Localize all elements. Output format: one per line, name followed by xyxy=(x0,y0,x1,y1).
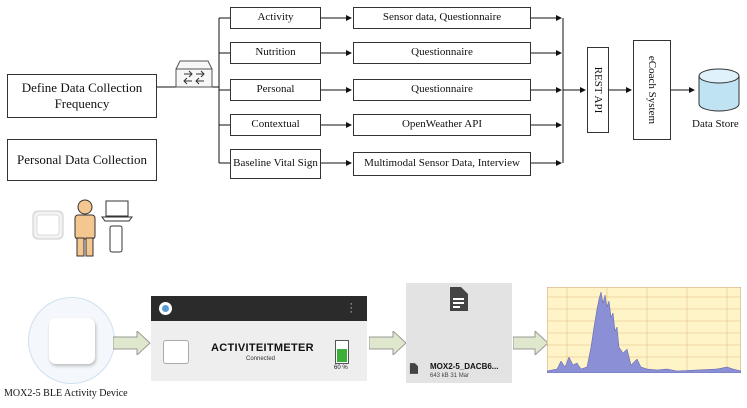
connection-status: Connected xyxy=(246,356,276,362)
rest-api-box: REST API xyxy=(587,47,609,133)
source-label: Questionnaire xyxy=(411,83,473,96)
define-frequency-label: Define Data Collection Frequency xyxy=(21,80,143,111)
battery-percent: 60 % xyxy=(334,365,348,371)
source-personal: Questionnaire xyxy=(353,79,531,101)
category-personal: Personal xyxy=(230,79,321,101)
category-contextual: Contextual xyxy=(230,114,321,136)
file-small-icon xyxy=(409,363,418,374)
more-vert-icon[interactable]: ··· xyxy=(349,298,353,318)
source-label: OpenWeather API xyxy=(401,118,483,131)
category-nutrition: Nutrition xyxy=(230,42,321,64)
laptop-icon xyxy=(101,200,133,222)
define-frequency-box: Define Data Collection Frequency xyxy=(7,74,157,118)
arrow-icon xyxy=(513,331,549,355)
person-icon xyxy=(74,199,96,257)
mox-device-icon xyxy=(49,318,95,364)
arrow-icon xyxy=(369,331,407,355)
file-meta: 643 kB 31 Mar xyxy=(430,373,470,379)
battery-icon xyxy=(335,340,349,364)
category-label: Personal xyxy=(256,83,295,96)
category-label: Contextual xyxy=(251,118,300,131)
data-store-label: Data Store xyxy=(692,118,739,130)
source-contextual: OpenWeather API xyxy=(353,114,531,136)
app-title: ACTIVITEITMETER xyxy=(211,342,314,354)
plot-background xyxy=(547,287,741,373)
source-label: Sensor data, Questionnaire xyxy=(382,11,502,24)
device-photo xyxy=(28,297,115,384)
category-activity: Activity xyxy=(230,7,321,29)
source-baseline: Multimodal Sensor Data, Interview xyxy=(353,152,531,176)
device-label: MOX2-5 BLE Activity Device xyxy=(4,388,128,399)
activity-series xyxy=(547,291,741,373)
category-baseline: Baseline Vital Sign xyxy=(230,149,321,179)
sensor-device-icon xyxy=(32,210,64,240)
document-icon xyxy=(450,287,468,311)
app-logo-icon xyxy=(159,302,172,315)
activity-plot xyxy=(547,287,741,373)
router-icon xyxy=(175,60,213,88)
plot-grid xyxy=(547,287,741,373)
file-name[interactable]: MOX2-5_DACB6... xyxy=(430,362,499,371)
personal-data-label: Personal Data Collection xyxy=(17,152,147,168)
source-nutrition: Questionnaire xyxy=(353,42,531,64)
category-label: Baseline Vital Sign xyxy=(233,157,318,170)
phone-icon xyxy=(109,225,123,253)
device-thumb-icon xyxy=(163,340,189,364)
app-screenshot: ··· ACTIVITEITMETER Connected 60 % xyxy=(151,296,367,381)
rest-api-label: REST API xyxy=(592,66,604,114)
source-label: Questionnaire xyxy=(411,46,473,59)
category-label: Activity xyxy=(257,11,294,24)
arrow-icon xyxy=(113,331,151,355)
file-screenshot: MOX2-5_DACB6... 643 kB 31 Mar xyxy=(406,283,512,383)
app-toolbar: ··· xyxy=(151,296,367,321)
ecoach-box: eCoach System xyxy=(633,40,671,140)
ecoach-label: eCoach System xyxy=(646,55,658,125)
database-icon xyxy=(698,68,740,112)
personal-data-box: Personal Data Collection xyxy=(7,139,157,181)
category-label: Nutrition xyxy=(255,46,296,59)
source-label: Multimodal Sensor Data, Interview xyxy=(364,157,520,170)
personal-devices-group xyxy=(32,199,133,257)
source-activity: Sensor data, Questionnaire xyxy=(353,7,531,29)
